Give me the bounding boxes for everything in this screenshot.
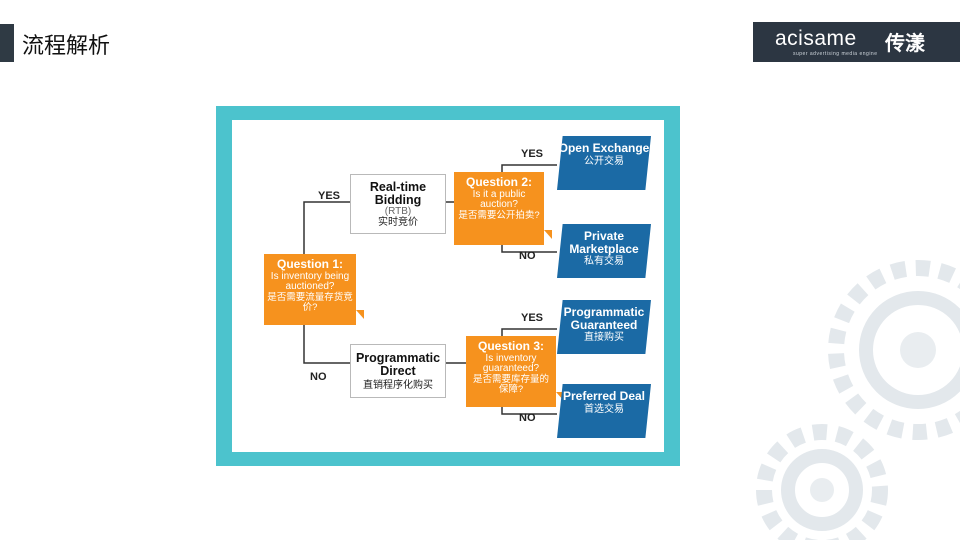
connector-q2-private	[501, 245, 557, 253]
question-2-cn: 是否需要公开拍卖?	[458, 209, 540, 221]
private-marketplace-box: Private Marketplace 私有交易	[557, 224, 651, 278]
question-1-tail	[356, 310, 364, 319]
question-2-tail	[544, 230, 552, 239]
label-yes-q2: YES	[521, 148, 544, 160]
open-exchange-cn: 公开交易	[584, 155, 624, 167]
logo-wordmark: acisame	[775, 27, 857, 50]
question-3-cn: 是否需要库存量的保障?	[472, 373, 549, 395]
question-3-box: Question 3: Is inventory guaranteed? 是否需…	[466, 336, 556, 407]
question-1-box: Question 1: Is inventory being auctioned…	[264, 254, 356, 325]
programmatic-guaranteed-cn: 直接购买	[584, 332, 624, 344]
question-3-text: Is inventory guaranteed?	[482, 352, 540, 375]
connector-q3-preferred	[501, 407, 557, 415]
title-accent-bar	[0, 24, 14, 62]
rtb-abbr: (RTB)	[384, 206, 412, 218]
connector-q2-open	[501, 164, 557, 172]
preferred-deal-box: Preferred Deal 首选交易	[557, 384, 651, 438]
label-no-q3: NO	[519, 412, 536, 424]
question-2-title: Question 2:	[465, 175, 532, 189]
programmatic-guaranteed-box: Programmatic Guaranteed 直接购买	[557, 300, 651, 354]
open-exchange-box: Open Exchange 公开交易	[557, 136, 651, 190]
programmatic-direct-title: Programmatic Direct	[355, 351, 441, 379]
question-1-text: Is inventory being auctioned?	[270, 270, 350, 293]
connector-q3-guaranteed	[501, 328, 557, 336]
rtb-title: Real-time Bidding	[369, 180, 427, 208]
logo-chinese: 传漾	[885, 33, 925, 55]
rtb-box: Real-time Bidding (RTB) 实时竞价	[350, 174, 446, 234]
question-3-tail	[556, 392, 564, 401]
brand-logo: acisame 传漾 super advertising media engin…	[753, 22, 960, 62]
label-no-q1: NO	[310, 371, 327, 383]
programmatic-guaranteed-title: Programmatic Guaranteed	[563, 305, 645, 332]
label-no-q2: NO	[519, 250, 536, 262]
open-exchange-title: Open Exchange	[558, 141, 650, 155]
flowchart-panel: YES NO YES NO YES NO Question 1: Is inve…	[232, 120, 664, 452]
programmatic-direct-cn: 直销程序化购买	[363, 380, 433, 392]
question-1-cn: 是否需要流量存货竞价?	[267, 291, 353, 313]
question-3-title: Question 3:	[477, 339, 544, 353]
gear-watermark-icon	[756, 260, 960, 540]
flowchart-connectors	[303, 164, 557, 415]
preferred-deal-title: Preferred Deal	[562, 389, 646, 403]
private-marketplace-title: Private Marketplace	[569, 229, 639, 256]
question-2-box: Question 2: Is it a public auction? 是否需要…	[454, 172, 544, 245]
label-yes-q3: YES	[521, 312, 544, 324]
programmatic-direct-box: Programmatic Direct 直销程序化购买	[350, 344, 446, 398]
preferred-deal-cn: 首选交易	[584, 403, 624, 415]
connector-q1-rtb	[303, 201, 350, 254]
private-marketplace-cn: 私有交易	[584, 256, 624, 268]
diagram-frame: YES NO YES NO YES NO Question 1: Is inve…	[216, 106, 680, 466]
rtb-cn: 实时竞价	[378, 216, 418, 228]
connector-q1-pd	[303, 325, 350, 364]
question-2-text: Is it a public auction?	[472, 188, 526, 211]
logo-tagline: super advertising media engine	[793, 51, 878, 57]
question-1-title: Question 1:	[276, 257, 343, 271]
label-yes-q1: YES	[318, 190, 341, 202]
page-title: 流程解析	[22, 34, 111, 59]
